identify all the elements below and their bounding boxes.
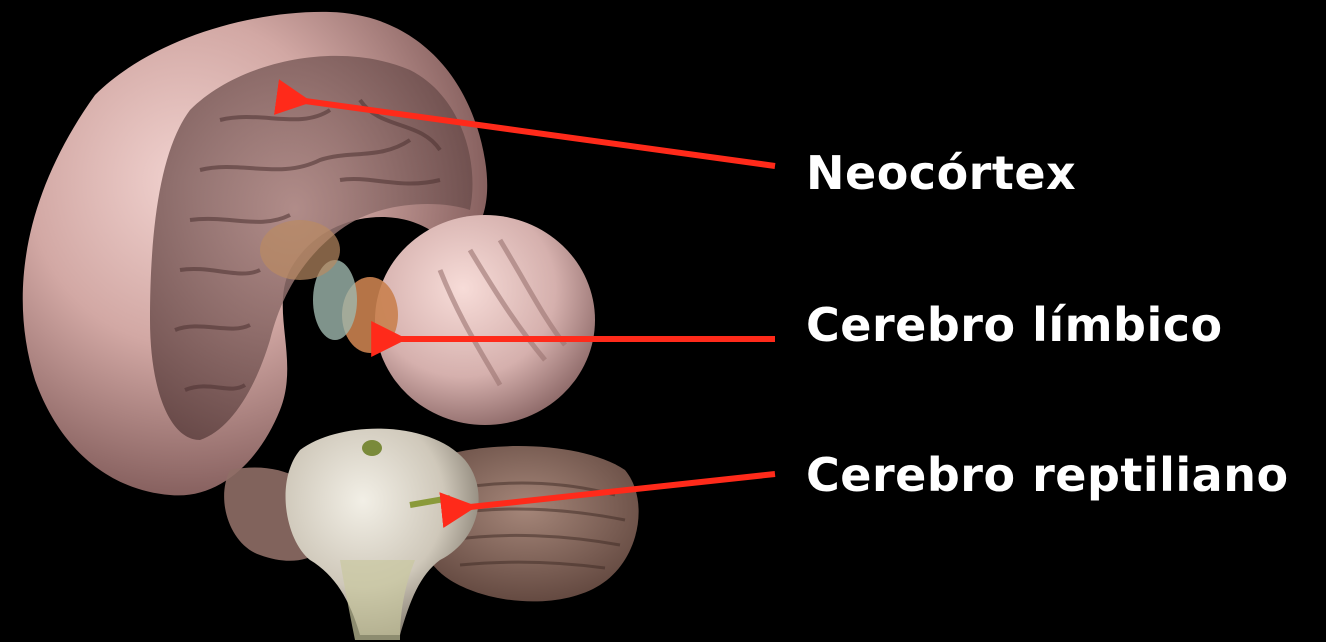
- label-reptilian-brain: Cerebro reptiliano: [806, 452, 1289, 498]
- label-limbic-brain: Cerebro límbico: [806, 302, 1223, 348]
- limbic-shape: [375, 215, 595, 425]
- label-neocortex: Neocórtex: [806, 150, 1076, 196]
